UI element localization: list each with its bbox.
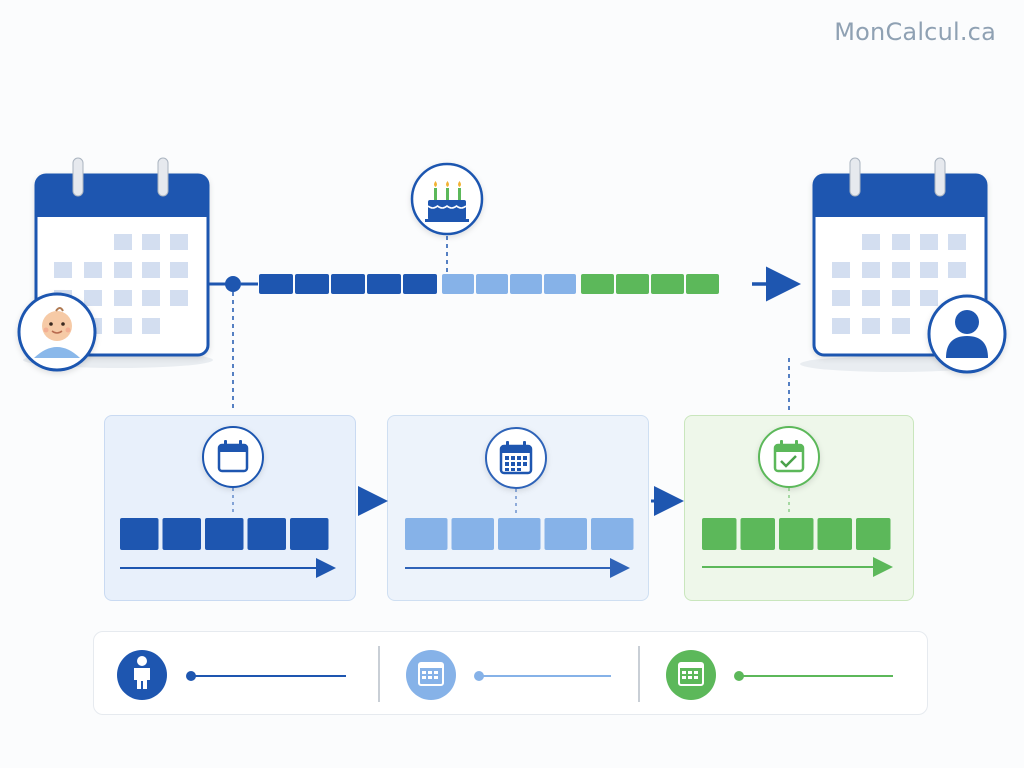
legend-bar (93, 631, 928, 715)
panel-3-segment (702, 518, 737, 550)
timeline-segment-dark (403, 274, 437, 294)
main-timeline (208, 266, 801, 302)
panel-2-segment (591, 518, 634, 550)
legend-child-icon (117, 650, 167, 700)
person-icon (927, 294, 1007, 374)
timeline-segment-dark (331, 274, 365, 294)
timeline-segment-green (651, 274, 684, 294)
panel-1-segment (290, 518, 329, 550)
panel-2-segment (405, 518, 448, 550)
panel-1-segment (162, 518, 201, 550)
panel-3-segment (856, 518, 891, 550)
timeline-segment-light (442, 274, 474, 294)
panel-2-segments (405, 518, 634, 550)
legend-calendar-grid-icon-light (406, 650, 456, 700)
legend-calendar-grid-icon-green (666, 650, 716, 700)
panel-1-calendar-icon (202, 426, 264, 488)
timeline-segment-dark (259, 274, 293, 294)
panel-3-segments (702, 518, 891, 550)
timeline-segment-dark (367, 274, 401, 294)
brand-logo-text: MonCalcul.ca (834, 18, 996, 46)
panel-1-segment (205, 518, 244, 550)
panel-1-segments (120, 518, 329, 550)
panel-2-segment (544, 518, 587, 550)
panel-3-calendar-check-icon (758, 426, 820, 488)
panel-2-calendar-grid-icon (485, 427, 547, 489)
birthday-cake-icon (410, 162, 484, 236)
panel-3-segment (779, 518, 814, 550)
timeline-segment-green (581, 274, 614, 294)
panel-2-segment (498, 518, 541, 550)
panel-3-segment (740, 518, 775, 550)
timeline-segment-light (544, 274, 576, 294)
panel-2-segment (451, 518, 494, 550)
timeline-segment-dark (295, 274, 329, 294)
timeline-segment-light (510, 274, 542, 294)
timeline-segment-green (616, 274, 649, 294)
panel-3-segment (817, 518, 852, 550)
timeline-segment-light (476, 274, 508, 294)
panel-1-segment (247, 518, 286, 550)
panel-1-segment (120, 518, 159, 550)
baby-icon (17, 292, 97, 372)
timeline-segment-green (686, 274, 719, 294)
